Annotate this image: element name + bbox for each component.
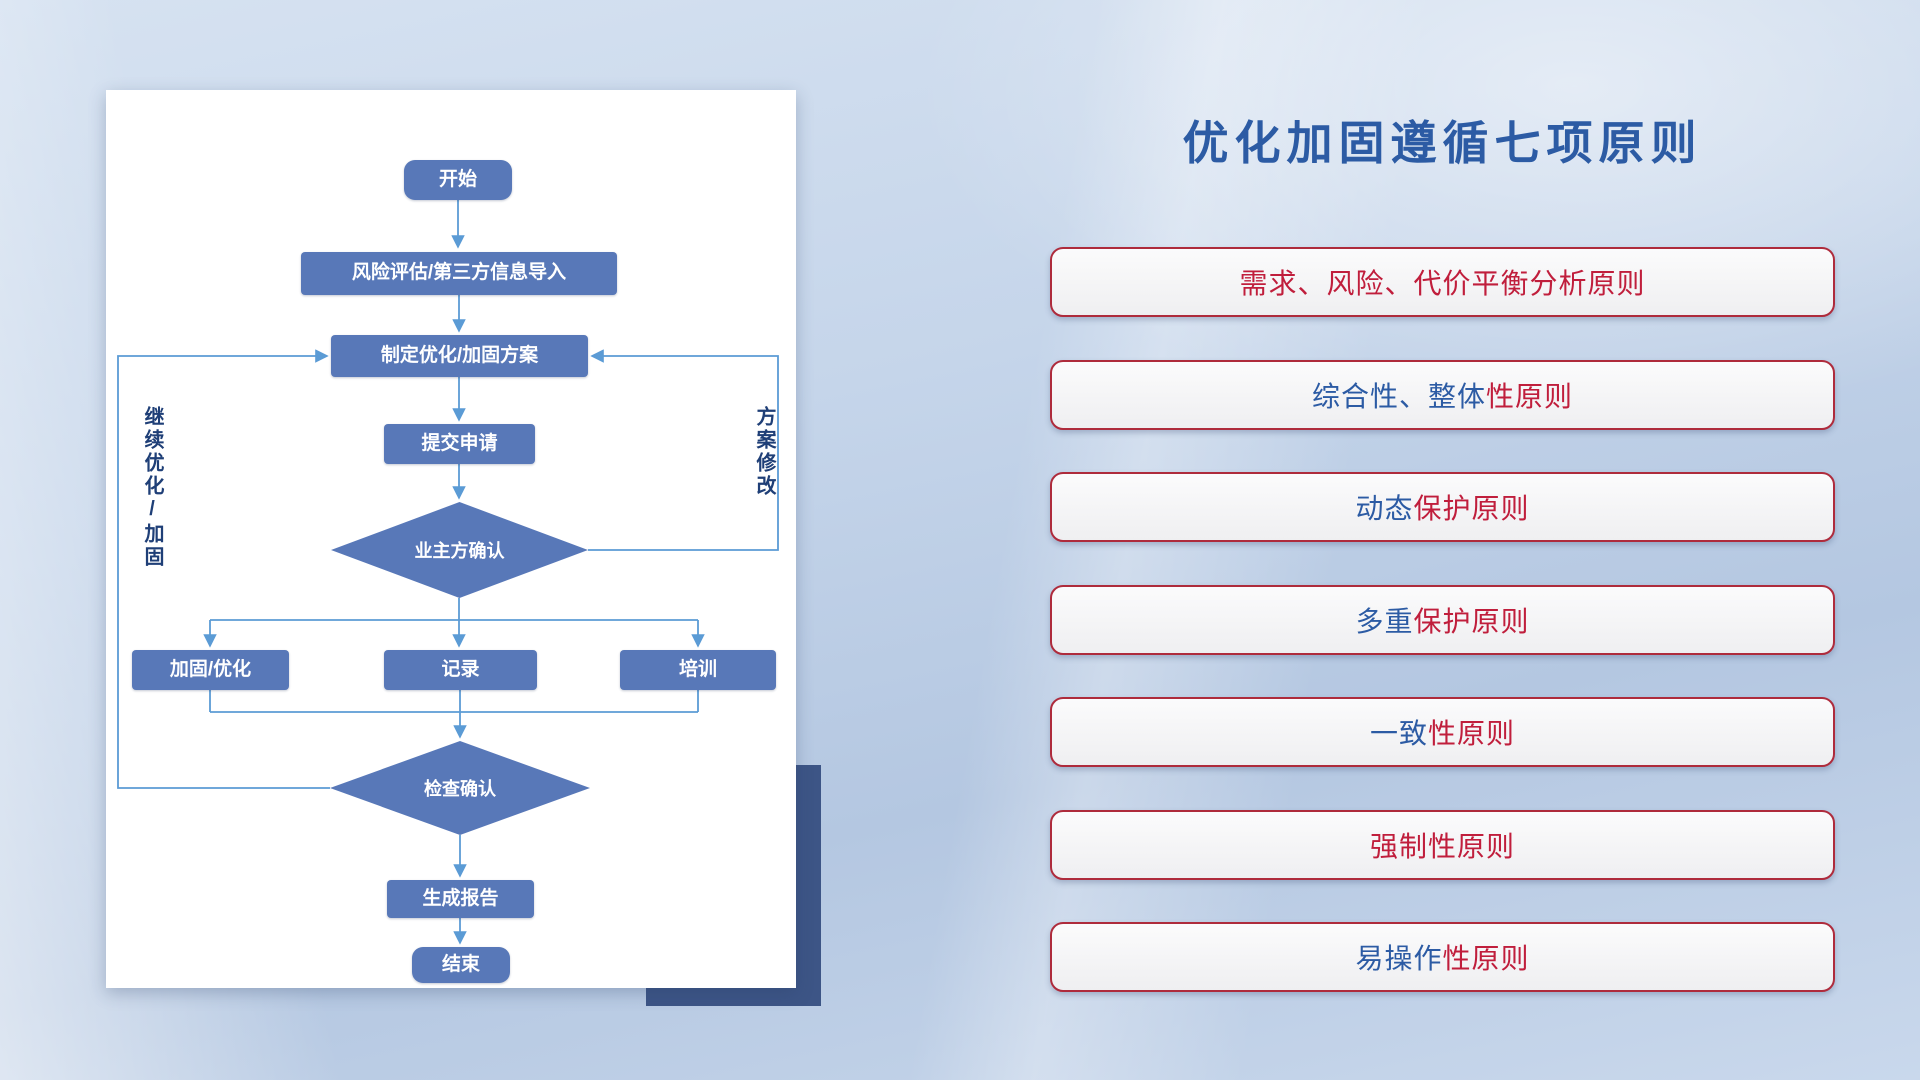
principle-text-blue: 多重 — [1355, 605, 1414, 637]
page-title: 优化加固遵循七项原则 — [1182, 117, 1703, 169]
principle-item-1: 需求、风险、代价平衡分析原则 — [1050, 247, 1835, 317]
flow-node-generate-report: 生成报告 — [387, 880, 534, 918]
principles-list: 需求、风险、代价平衡分析原则 综合性、整体性原则 动态保护原则 多重保护原则 一… — [1050, 247, 1835, 992]
principle-text-blue: 一致 — [1369, 718, 1428, 749]
flow-node-submit-request: 提交申请 — [384, 424, 535, 464]
flow-node-training: 培训 — [620, 650, 776, 690]
principle-text-red: 保护原则 — [1413, 493, 1530, 524]
flow-node-reinforce-optimize: 加固/优化 — [132, 650, 289, 690]
principle-text-red: 保护原则 — [1413, 605, 1530, 637]
flow-node-start: 开始 — [404, 160, 512, 200]
principle-item-2: 综合性、整体性原则 — [1050, 359, 1835, 430]
principle-text-red: 强制性原则 — [1369, 830, 1515, 862]
principle-item-6: 强制性原则 — [1050, 809, 1835, 880]
principle-item-7: 易操作性原则 — [1050, 922, 1835, 992]
principle-item-5: 一致性原则 — [1050, 697, 1835, 767]
flow-node-end: 结束 — [412, 947, 510, 983]
principle-item-3: 动态保护原则 — [1050, 472, 1835, 542]
principle-text-red: 需求、风险、代价平衡分析原则 — [1239, 268, 1646, 299]
principle-text-red: 性原则 — [1442, 943, 1530, 974]
loop-label-plan-revision: 方案修改 — [753, 406, 775, 498]
principle-text-red: 性原则 — [1428, 718, 1516, 749]
principle-item-4: 多重保护原则 — [1050, 584, 1835, 655]
principle-text-blue: 动态 — [1355, 493, 1414, 524]
loop-label-continue-optimize: 继续优化/加固 — [141, 406, 163, 569]
flow-node-risk-assessment: 风险评估/第三方信息导入 — [301, 252, 617, 295]
principle-text-blue: 综合性、整体 — [1311, 380, 1486, 412]
flow-node-record: 记录 — [384, 650, 537, 690]
flowchart-card: 开始 风险评估/第三方信息导入 制定优化/加固方案 提交申请 业主方确认 加固/… — [106, 90, 796, 988]
flow-node-make-plan: 制定优化/加固方案 — [331, 335, 588, 377]
flowchart-connectors — [117, 200, 779, 945]
principle-text-blue: 易操作 — [1355, 943, 1443, 974]
principle-text-red: 性原则 — [1486, 380, 1574, 412]
